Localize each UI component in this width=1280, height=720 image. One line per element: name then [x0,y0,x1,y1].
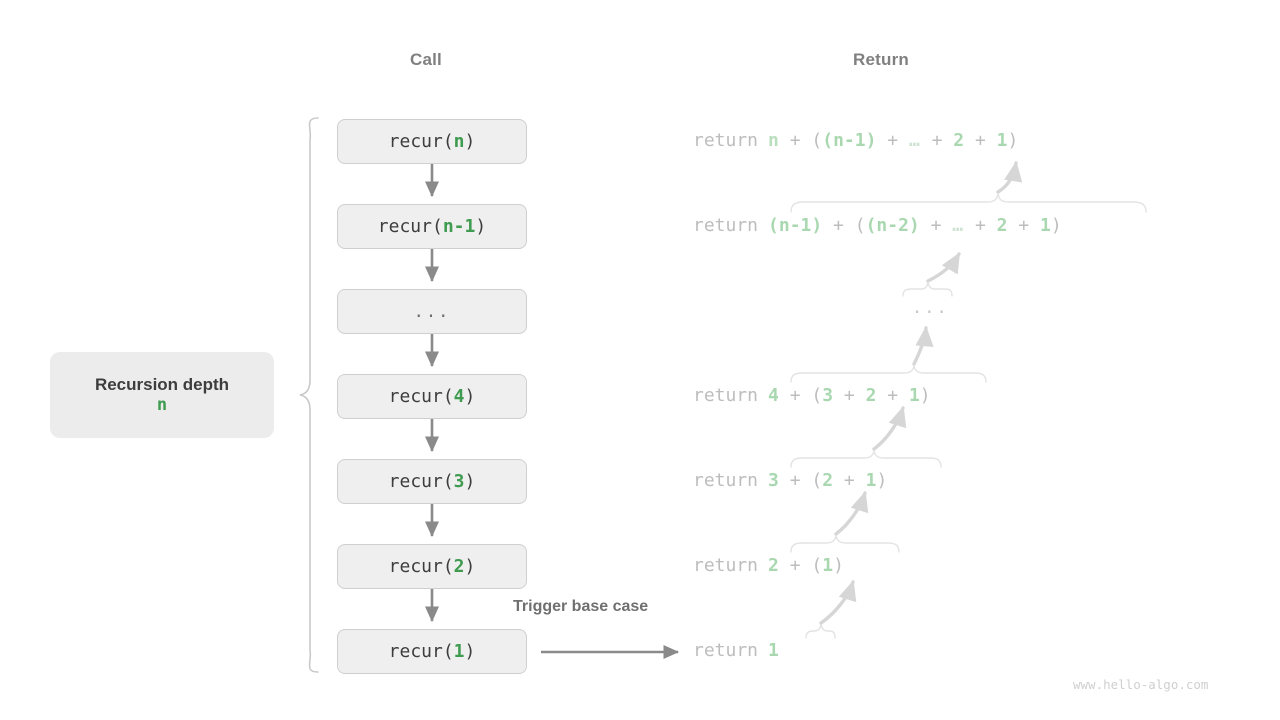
call-box-suffix: ) [464,556,476,577]
return-token: 2 [953,130,965,151]
return-token: + [822,215,855,236]
call-box-argument: 3 [453,471,465,492]
return-expression: 2 + (1) [768,555,844,576]
recursion-depth-box: Recursion depth n [50,352,274,438]
return-token: 1 [865,470,877,491]
return-expression: n + ((n-1) + … + 2 + 1) [768,130,1018,151]
call-box-4: recur(4) [337,374,527,419]
return-keyword: return [693,470,759,491]
return-token: 2 [768,555,779,576]
return-expression: (n-1) + ((n-2) + … + 2 + 1) [768,215,1062,236]
return-expression: 3 + (2 + 1) [768,470,887,491]
return-token: … [908,130,921,151]
return-token: 2 [996,215,1008,236]
return-line-4: return 4 + (3 + 2 + 1) [693,385,931,406]
call-box-prefix: recur( [388,641,454,662]
return-line-n-1: return (n-1) + ((n-2) + … + 2 + 1) [693,215,1062,236]
call-box-dots: ... [337,289,527,334]
return-token: 1 [1040,215,1051,236]
return-token: (n-1) [822,130,877,151]
return-token: + [778,470,812,491]
recursion-depth-value: n [156,395,168,415]
return-token: ( [854,215,866,236]
return-token: ( [811,470,823,491]
return-token: + [833,385,866,406]
return-expression: 4 + (3 + 2 + 1) [768,385,931,406]
return-token: + [876,130,909,151]
return-token: + [833,470,866,491]
return-token: ) [833,555,844,576]
return-braces [790,193,1147,639]
call-box-prefix: recur( [388,386,454,407]
return-token: 1 [768,640,779,661]
return-token: ( [811,130,823,151]
watermark: www.hello-algo.com [1073,677,1209,692]
call-box-prefix: recur( [388,471,454,492]
return-line-1: return 1 [693,640,779,661]
return-token: ( [811,385,823,406]
call-box-n: recur(n) [337,119,527,164]
return-token: (n-2) [865,215,920,236]
return-keyword: return [693,215,759,236]
return-keyword: return [693,640,759,661]
call-box-label: ... [413,301,451,322]
call-box-argument: n [453,131,465,152]
return-token: + [964,215,997,236]
return-token: + [778,555,812,576]
return-keyword: return [693,130,759,151]
return-token: 3 [822,385,834,406]
column-header-return: Return [853,50,909,69]
return-token: 1 [908,385,920,406]
return-token: ) [919,385,931,406]
return-ellipsis-row: ... [912,298,949,318]
return-token: ( [811,555,823,576]
return-token: + [778,385,812,406]
call-box-3: recur(3) [337,459,527,504]
call-box-suffix: ) [464,131,476,152]
return-token: + [778,130,812,151]
recursion-depth-brace [299,117,319,673]
return-token: ) [1050,215,1062,236]
return-token: (n-1) [768,215,823,236]
return-token: 2 [865,385,877,406]
return-token: + [964,130,997,151]
return-token: + [920,130,954,151]
return-token: … [952,215,965,236]
call-box-argument: 4 [453,386,465,407]
call-box-argument: 2 [453,556,465,577]
call-box-prefix: recur( [388,556,454,577]
return-token: 1 [822,555,834,576]
call-box-argument: 1 [453,641,465,662]
call-box-2: recur(2) [337,544,527,589]
return-keyword: return [693,385,759,406]
return-token: + [919,215,953,236]
return-keyword: return [693,555,759,576]
return-token: + [1007,215,1040,236]
return-expression: 1 [768,640,779,661]
call-box-suffix: ) [464,471,476,492]
return-line-3: return 3 + (2 + 1) [693,470,887,491]
call-box-argument: n-1 [442,216,476,237]
call-box-suffix: ) [464,386,476,407]
return-token: + [876,385,909,406]
call-box-suffix: ) [475,216,487,237]
return-token: ) [876,470,888,491]
call-box-prefix: recur( [377,216,443,237]
return-line-2: return 2 + (1) [693,555,844,576]
call-box-1: recur(1) [337,629,527,674]
call-box-suffix: ) [464,641,476,662]
return-token: 3 [768,470,779,491]
call-box-prefix: recur( [388,131,454,152]
return-token: n [768,130,779,151]
trigger-base-case-label: Trigger base case [513,598,649,615]
call-box-n-1: recur(n-1) [337,204,527,249]
return-token: 4 [768,385,779,406]
return-token: 2 [822,470,834,491]
return-token: ) [1007,130,1019,151]
return-token: 1 [996,130,1008,151]
recursion-depth-title: Recursion depth [94,375,230,394]
column-header-call: Call [410,50,442,69]
